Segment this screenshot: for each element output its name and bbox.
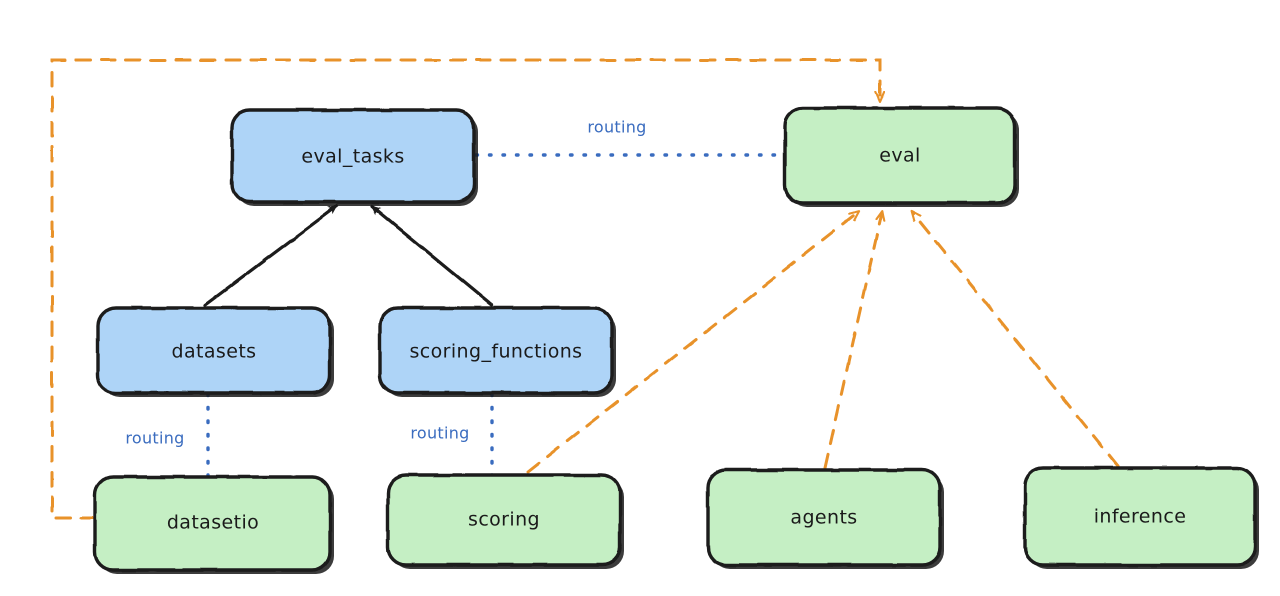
node-datasets-label: datasets: [172, 341, 257, 363]
node-eval_tasks-label: eval_tasks: [301, 146, 404, 168]
edge-agents-eval: [823, 212, 882, 470]
node-datasetio[interactable]: datasetio: [93, 475, 334, 574]
edge-datasetio-eval: [50, 58, 880, 520]
node-scoring-box: [386, 473, 622, 567]
node-scoring_functions[interactable]: scoring_functions: [378, 306, 616, 397]
node-layer: eval_tasks eval datasets scoring_functio…: [93, 106, 1259, 574]
node-eval[interactable]: eval: [783, 106, 1019, 207]
node-agents-label: agents: [790, 507, 857, 529]
edge-label-layer: routing routing routing: [125, 118, 646, 448]
node-eval_tasks-box: [230, 108, 476, 204]
node-datasets[interactable]: datasets: [96, 306, 334, 397]
node-datasets-box: [96, 306, 332, 395]
edge-datasets-eval_tasks: [203, 204, 339, 307]
node-scoring_functions-box: [378, 306, 614, 395]
edge-label-routing-datasetio: routing: [125, 429, 184, 448]
node-scoring-label: scoring: [468, 509, 540, 531]
node-inference-label: inference: [1094, 506, 1187, 528]
edge-layer: [50, 58, 1120, 520]
edge-label-routing-scoring: routing: [410, 424, 469, 443]
node-eval-label: eval: [879, 145, 920, 167]
edge-scoring-eval: [526, 212, 858, 474]
node-agents[interactable]: agents: [706, 468, 944, 569]
node-datasetio-box: [93, 475, 332, 572]
node-eval_tasks[interactable]: eval_tasks: [230, 108, 478, 206]
edge-inference-eval: [912, 212, 1120, 468]
node-scoring_functions-label: scoring_functions: [410, 341, 583, 363]
node-agents-box: [706, 468, 942, 567]
node-inference[interactable]: inference: [1023, 466, 1259, 569]
node-inference-box: [1023, 466, 1257, 567]
node-eval-box: [783, 106, 1017, 205]
node-datasetio-label: datasetio: [167, 512, 259, 534]
edge-scoring_functions-eval_tasks: [370, 204, 494, 307]
edge-label-routing-eval: routing: [587, 118, 646, 137]
node-scoring[interactable]: scoring: [386, 473, 624, 569]
